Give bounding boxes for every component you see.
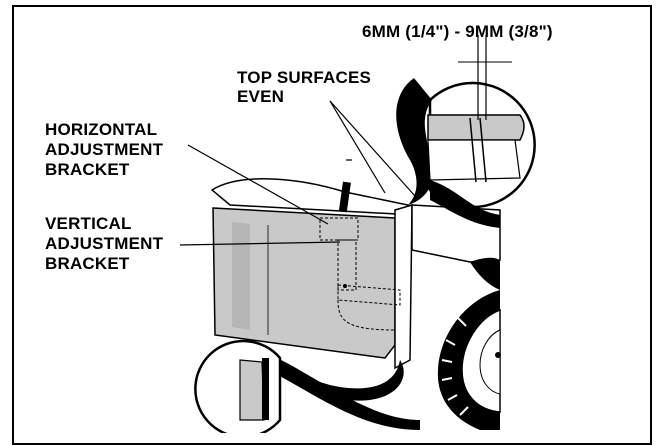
- lower-detail-swoosh: [270, 360, 404, 401]
- leader-top-surfaces-b: [329, 100, 416, 197]
- horizontal-bracket-label-line3: BRACKET: [45, 160, 130, 179]
- steering-post: [338, 181, 351, 213]
- top-surfaces-label-line1: TOP SURFACES: [237, 68, 372, 87]
- vertical-bracket-label-line1: VERTICAL: [45, 214, 132, 233]
- top-surfaces-label-line2: EVEN: [237, 87, 285, 106]
- upper-detail-view: [396, 35, 536, 209]
- leader-horizontal-bracket: [187, 144, 329, 225]
- hood-front-panel: [212, 207, 396, 359]
- leader-vertical-bracket: [179, 241, 341, 246]
- upper-detail-panel: [427, 114, 525, 141]
- hidden-brackets: [319, 217, 401, 331]
- lower-detail-view: [194, 339, 420, 433]
- hood-assembly: [210, 159, 501, 370]
- front-wheel: [437, 290, 501, 430]
- gap-measurement-label: 6MM (1/4") - 9MM (3/8"): [362, 22, 553, 41]
- hood-side: [394, 203, 413, 370]
- mower-hood-illustration: [179, 35, 536, 433]
- hood-top: [210, 178, 417, 216]
- leader-top-surfaces-a: [329, 100, 386, 194]
- horizontal-bracket-label-line2: ADJUSTMENT: [45, 140, 164, 159]
- vertical-bracket-label-line2: ADJUSTMENT: [45, 234, 164, 253]
- upper-detail-swoosh: [396, 78, 433, 205]
- leader-lines: [179, 100, 416, 246]
- horizontal-bracket-label-line1: HORIZONTAL: [45, 120, 158, 139]
- vertical-bracket-label-line3: BRACKET: [45, 254, 130, 273]
